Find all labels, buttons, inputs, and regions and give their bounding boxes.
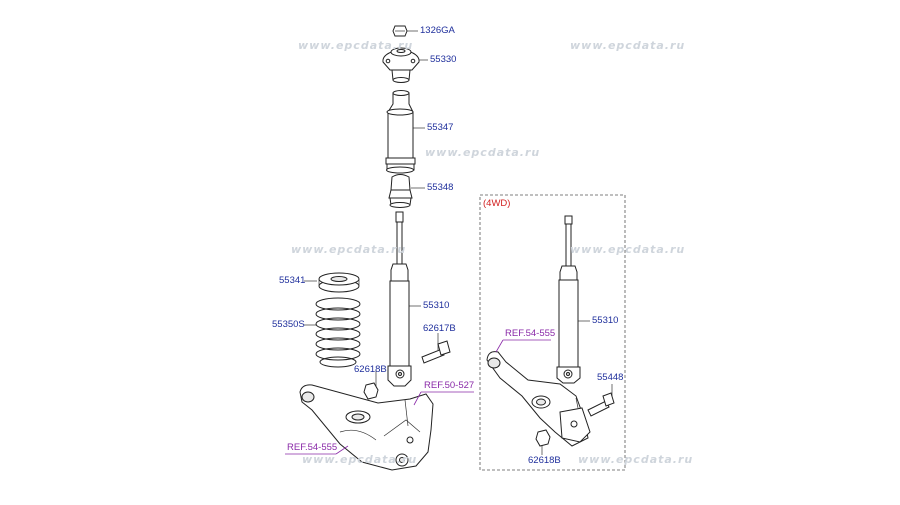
part-label-55348[interactable]: 55348 [427, 182, 454, 193]
ref-leaders [285, 339, 551, 455]
watermark: www.epcdata.ru [425, 146, 541, 159]
part-label-55330[interactable]: 55330 [430, 54, 457, 65]
part-label-62617b[interactable]: 62617B [423, 323, 456, 334]
ref-label-54-555-right[interactable]: REF.54-555 [505, 328, 556, 339]
part-label-55347[interactable]: 55347 [427, 122, 454, 133]
ref-label-54-555-left[interactable]: REF.54-555 [287, 442, 338, 453]
nut-1326ga [392, 25, 408, 37]
dust-cover-55347 [385, 90, 416, 174]
watermark: www.epcdata.ru [578, 453, 694, 466]
ref-label-50-527[interactable]: REF.50-527 [424, 380, 475, 391]
lower-arm-right [486, 351, 591, 447]
part-label-1326ga[interactable]: 1326GA [420, 25, 455, 36]
spring-pad-55341 [318, 272, 360, 293]
part-label-62618b-left[interactable]: 62618B [354, 364, 387, 375]
part-label-55310-left[interactable]: 55310 [423, 300, 450, 311]
part-label-55341[interactable]: 55341 [279, 275, 306, 286]
shock-absorber-55310-left [387, 211, 412, 387]
part-label-62618b-right[interactable]: 62618B [528, 455, 561, 466]
bolt-62617b [421, 340, 451, 364]
watermark: www.epcdata.ru [302, 453, 418, 466]
watermark: www.epcdata.ru [570, 39, 686, 52]
watermark: www.epcdata.ru [298, 39, 414, 52]
variant-tag-4wd: (4WD) [483, 198, 511, 209]
shock-absorber-55310-right [556, 215, 581, 384]
watermark: www.epcdata.ru [570, 243, 686, 256]
bump-stopper-55348 [388, 174, 413, 208]
coil-spring-55350s [315, 297, 361, 368]
lower-arm-left [299, 384, 434, 471]
4wd-frame [479, 194, 626, 471]
part-label-55350s[interactable]: 55350S [272, 319, 305, 330]
nut-62618b-right [535, 429, 551, 447]
part-label-55310-right[interactable]: 55310 [592, 315, 619, 326]
bolt-55448 [587, 392, 615, 417]
mount-55330 [382, 47, 420, 83]
nut-62618b-left [363, 382, 379, 400]
watermark: www.epcdata.ru [291, 243, 407, 256]
part-label-55448[interactable]: 55448 [597, 372, 624, 383]
